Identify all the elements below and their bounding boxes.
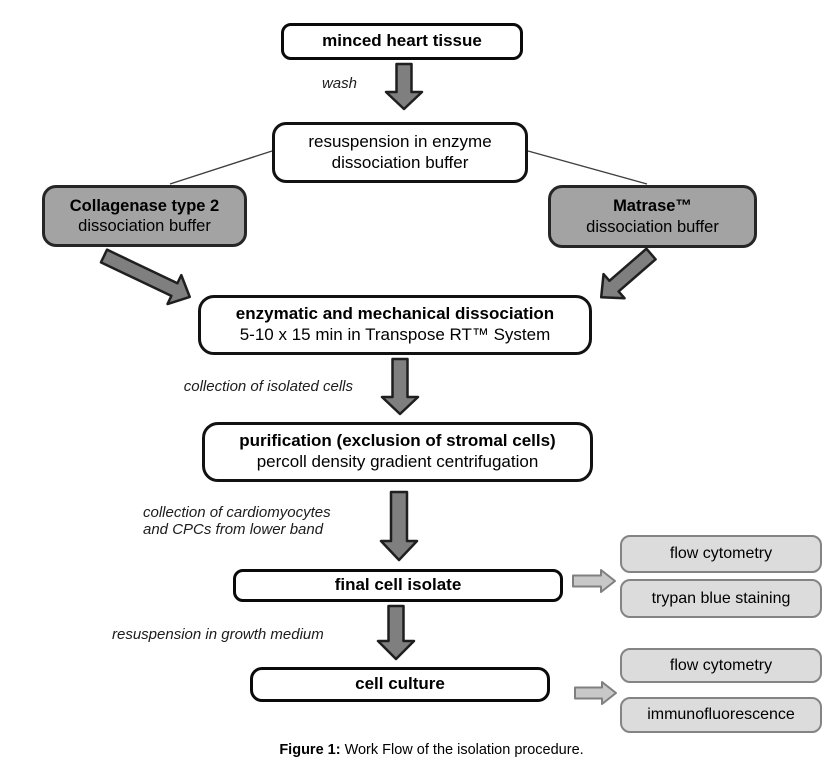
label-resuspension-growth-medium: resuspension in growth medium — [112, 626, 324, 643]
node-matrase-buffer: Matrase™ dissociation buffer — [548, 185, 757, 248]
node-label: minced heart tissue — [322, 31, 482, 51]
label-collection-cardiomyocytes: collection of cardiomyocytes and CPCs fr… — [143, 504, 355, 539]
node-label-line1: resuspension in enzyme — [308, 131, 492, 151]
node-label: cell culture — [355, 674, 445, 694]
node-final-cell-isolate: final cell isolate — [233, 569, 563, 602]
node-label-line2: percoll density gradient centrifugation — [256, 452, 539, 471]
node-flow-cytometry-bottom: flow cytometry — [620, 648, 822, 683]
cell-culture-arrow-right-icon — [574, 681, 617, 705]
node-label-line1: purification (exclusion of stromal cells… — [239, 431, 556, 451]
figure-caption: Figure 1:Work Flow of the isolation proc… — [30, 742, 833, 758]
node-collagenase-buffer: Collagenase type 2 dissociation buffer — [42, 185, 247, 247]
node-flow-cytometry-top: flow cytometry — [620, 535, 822, 573]
node-label-line2: dissociation buffer — [331, 152, 469, 172]
purification-arrow-down-icon — [379, 490, 419, 562]
node-label-line2: 5-10 x 15 min in Transpose RT™ System — [239, 325, 551, 344]
node-label: trypan blue staining — [651, 589, 791, 607]
node-resuspension-enzyme-buffer: resuspension in enzyme dissociation buff… — [272, 122, 528, 183]
node-label: final cell isolate — [334, 575, 462, 595]
matrase-arrow-diagonal-icon — [599, 247, 657, 300]
node-trypan-blue-staining: trypan blue staining — [620, 579, 822, 618]
collagenase-arrow-diagonal-icon — [99, 248, 191, 306]
node-label-line2: dissociation buffer — [586, 217, 719, 236]
figure-caption-text: Work Flow of the isolation procedure. — [344, 742, 584, 758]
node-label-line2: dissociation buffer — [78, 217, 211, 235]
label-line2: and CPCs from lower band — [143, 520, 324, 538]
final-isolate-arrow-down-icon — [376, 604, 416, 661]
node-minced-heart-tissue: minced heart tissue — [281, 23, 523, 60]
node-enzymatic-dissociation: enzymatic and mechanical dissociation 5-… — [198, 295, 592, 355]
node-cell-culture: cell culture — [250, 667, 550, 702]
connector-line-left — [169, 150, 273, 185]
connector-line-right — [527, 150, 648, 185]
dissociation-arrow-down-icon — [380, 357, 420, 416]
node-immunofluorescence: immunofluorescence — [620, 697, 822, 733]
node-label: flow cytometry — [669, 656, 773, 674]
node-label: flow cytometry — [669, 545, 773, 563]
node-label-line1: enzymatic and mechanical dissociation — [235, 304, 555, 324]
final-isolate-arrow-right-icon — [572, 569, 616, 593]
wash-arrow-down-icon — [384, 62, 424, 111]
label-collection-isolated-cells: collection of isolated cells — [183, 378, 353, 395]
node-purification: purification (exclusion of stromal cells… — [202, 422, 593, 482]
node-label-line1: Matrase™ — [613, 197, 692, 216]
label-wash: wash — [321, 75, 357, 92]
label-line1: collection of cardiomyocytes — [143, 504, 331, 521]
figure-caption-label: Figure 1: — [279, 742, 341, 758]
node-label: immunofluorescence — [647, 706, 795, 724]
node-label-line1: Collagenase type 2 — [69, 196, 220, 215]
